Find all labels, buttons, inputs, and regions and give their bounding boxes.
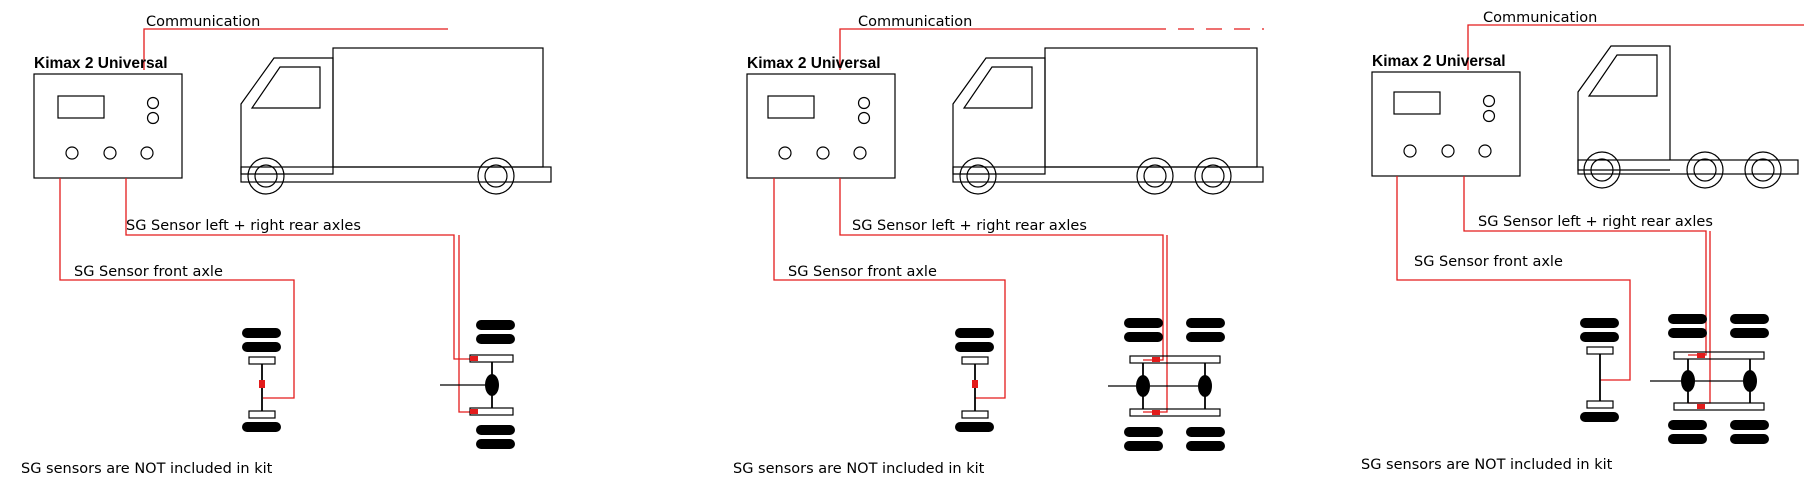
rear-sensor-label: SG Sensor left + right rear axles [852,218,1087,234]
rear-sensor-label: SG Sensor left + right rear axles [1478,214,1713,230]
front-sensor-label: SG Sensor front axle [788,264,937,280]
front-axle-icon [955,328,994,432]
rear-axle-icon [440,320,515,449]
device-label: Kimax 2 Universal [1372,53,1506,70]
communication-label: Communication [1483,10,1597,26]
panel-1: Communication Kimax 2 Universal SG [21,14,552,477]
box-truck-3-axle-icon [952,47,1264,195]
front-sensor-wire [1396,176,1631,381]
panel-3: Communication Kimax 2 Universal SG Senso… [1361,10,1804,473]
footer-note: SG sensors are NOT included in kit [21,461,273,477]
front-sensor-wire [59,178,295,399]
panel-2: Communication Kimax 2 Universal SG [733,14,1264,477]
device-label: Kimax 2 Universal [747,55,881,72]
footer-note: SG sensors are NOT included in kit [1361,457,1613,473]
device-label: Kimax 2 Universal [34,55,168,72]
tandem-rear-axles-icon [1108,318,1225,451]
rear-sensor-label: SG Sensor left + right rear axles [126,218,361,234]
rear-sensor-wire-right [1143,235,1168,413]
kimax-device-icon [33,73,183,179]
front-sensor-label: SG Sensor front axle [1414,254,1563,270]
rear-sensor-wire-right [458,235,470,413]
box-truck-2-axle-icon [240,47,552,195]
kimax-device-icon [1371,71,1521,177]
front-axle-icon [242,328,281,432]
front-sensor-wire [773,178,1006,399]
communication-wire [839,28,1150,70]
communication-label: Communication [146,14,260,30]
front-axle-icon [1580,318,1619,422]
communication-label: Communication [858,14,972,30]
communication-wire [143,28,448,70]
communication-wire [1467,24,1804,70]
chassis-cab-3-axle-icon [1577,45,1799,189]
front-sensor-label: SG Sensor front axle [74,264,223,280]
tandem-rear-axles-icon [1650,314,1769,444]
footer-note: SG sensors are NOT included in kit [733,461,985,477]
kimax-device-icon [746,73,896,179]
